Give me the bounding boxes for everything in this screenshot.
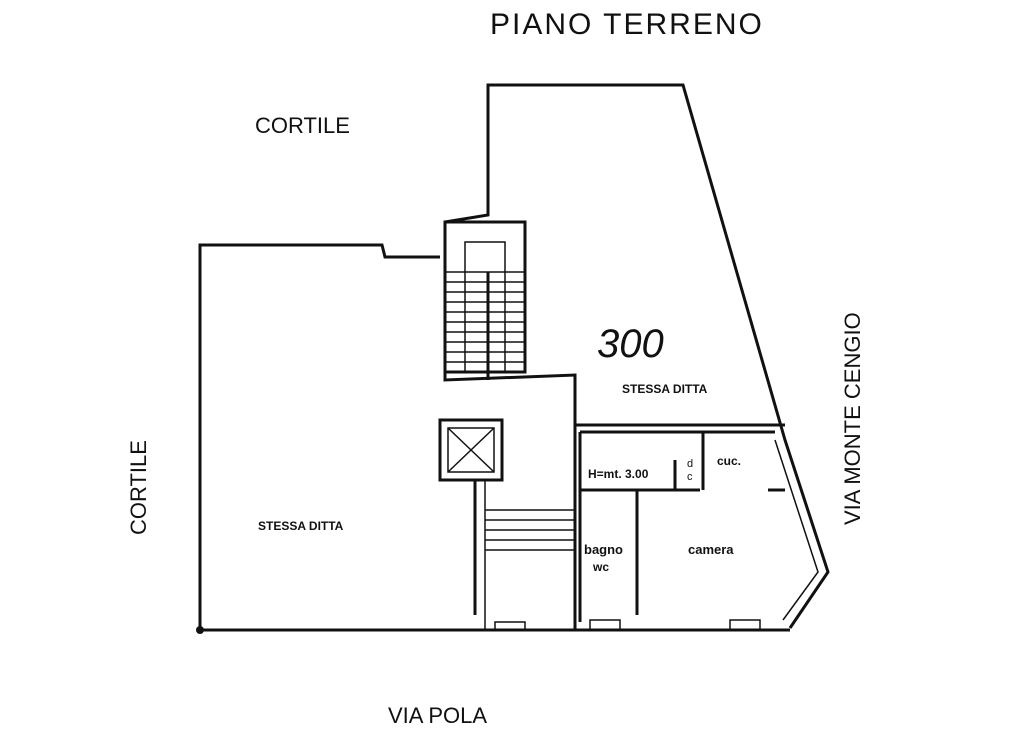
walls [196,83,830,634]
bath-label: bagno [584,542,623,557]
closet-label: d [687,458,693,470]
bedroom-label: camera [688,542,734,557]
cortile-top-label: CORTILE [255,113,350,138]
via-monte-cengio-label: VIA MONTE CENGIO [840,312,865,525]
via-pola-label: VIA POLA [388,703,487,728]
plan-title: PIANO TERRENO [490,8,764,41]
stessa-ditta-left-label: STESSA DITTA [258,519,344,533]
height-label: H=mt. 3.00 [588,467,649,481]
closet-label-2: c [687,471,693,483]
area-number: 300 [597,322,664,366]
cortile-left-label: CORTILE [126,440,151,535]
wc-label: wc [592,560,609,574]
lift-icon [438,418,504,482]
stessa-ditta-right-label: STESSA DITTA [622,382,708,396]
kitchen-label: cuc. [717,454,741,468]
